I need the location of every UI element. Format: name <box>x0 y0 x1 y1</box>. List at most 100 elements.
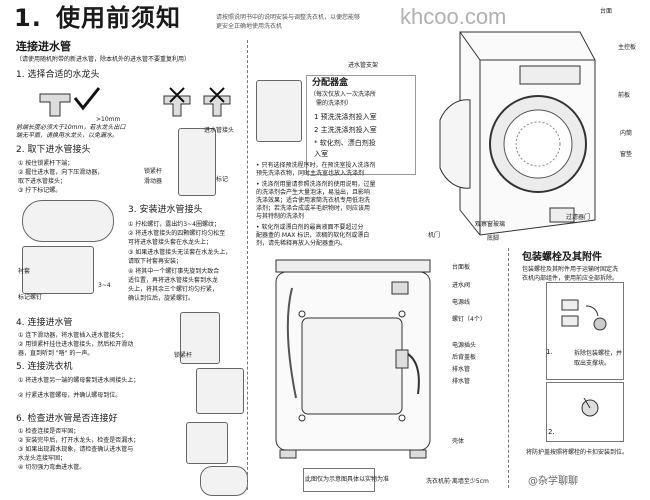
step2-title: 2. 取下进水管接头 <box>16 145 91 155</box>
dispenser-item-2: 2 主洗洗涤剂投入室 <box>314 126 377 134</box>
step3-item-9: 确认到位后，旋紧螺钉。 <box>128 295 195 302</box>
dispenser-note-9: 配器盒的 MAX 标识，浓稠的软化剂或漂白 <box>256 232 370 239</box>
label-connector: 进水管接头 <box>204 127 235 134</box>
label-slider: 滑动器 <box>144 178 163 185</box>
step3-item-3: 可将进水管接头套在水龙头上； <box>128 239 213 246</box>
label-lock-lever: 锁紧杆 <box>144 168 163 175</box>
packing-heading: 包装螺栓及其附件 <box>522 252 602 263</box>
dispenser-note-10: 剂，请先稀释再放入分配器盒内。 <box>256 240 347 247</box>
check-hose-illustration <box>200 466 248 496</box>
step4-title: 4. 连接进水管 <box>16 318 73 328</box>
label-inlet-valve: 进水阀 <box>452 282 471 289</box>
page-title: 使用前须知 <box>56 4 181 32</box>
step3-item-6: ④ 将其中一个螺钉事先旋到大致合 <box>128 268 220 275</box>
label-screws: 螺钉（4个） <box>452 316 486 323</box>
dispenser-note-8: • 软化剂或漂白剂的最高液面不要超过分 <box>256 224 364 231</box>
footer-watermark: @杂学聊聊 <box>528 476 578 487</box>
inlet-note: （请使用随机附带的新进水管，除本机外的进水管不要重复利用） <box>16 56 191 63</box>
label-cabinet: 壳体 <box>452 438 465 445</box>
packing-desc-1: 包装螺栓及其附件用于运输时固定洗 <box>522 266 619 273</box>
label-power-cord: 电源线 <box>452 299 471 306</box>
step6-item-1: ① 检查连接是否牢固； <box>18 428 80 435</box>
step6-item-4: 水龙头连接牢固； <box>18 455 67 462</box>
packing-step2-text-1: 将防护盖按照将螺栓的卡扣安装到位。 <box>526 449 629 456</box>
step2-item-3: 取下进水管接头； <box>18 178 67 185</box>
step2-item-1: ① 按住锁紧杆下端； <box>18 160 74 167</box>
dim-label: >10mm <box>96 116 121 123</box>
step6-item-3: ③ 如果出现漏水现象，请检查确认进水管与 <box>18 446 134 453</box>
label-turns: 3~4 <box>98 282 111 289</box>
packing-step2-num: 2. <box>548 428 555 436</box>
dispenser-panel <box>306 75 416 175</box>
packing-step1-text-1: 拆除包装螺栓，并 <box>574 350 623 357</box>
step3-item-1: ① 拧松螺钉，露出约3~4圈螺纹； <box>128 221 220 228</box>
step4-item-1: ① 连下滑动器，将水管插入进水管接头； <box>18 332 128 339</box>
step6-title: 6. 检查进水管是否连接好 <box>16 414 118 424</box>
label-mark: 标记 <box>216 176 229 183</box>
label-drain-hose-2: 排水管 <box>452 378 471 385</box>
section-number: 1. <box>14 4 42 32</box>
title-note-2: 更安全正确地使用洗衣机 <box>216 23 283 30</box>
packing-desc-2: 衣机内部组件，使用前应全部拆除。 <box>522 275 619 282</box>
dispenser-note-6: 涤剂；若洗涤合成或羊毛织物时，则应该用 <box>256 205 371 212</box>
label-control-panel: 主控板 <box>618 44 637 51</box>
step1-note-2: 端无平面，请换用水龙头，以免漏水。 <box>16 132 119 139</box>
step1-title: 1. 选择合适的水龙头 <box>16 70 100 80</box>
tap-connector-illustration <box>22 246 94 294</box>
column-divider <box>247 40 248 490</box>
machine-connect-illustration <box>196 368 244 414</box>
label-foot: 底脚 <box>487 235 500 242</box>
tap-ok-illustration <box>39 87 101 117</box>
step3-item-2: ② 将进水管接头的四颗螺钉均匀松至 <box>128 230 226 237</box>
connector-illustration <box>178 128 216 196</box>
dispenser-illustration <box>256 80 302 142</box>
step6-item-2: ② 安装完毕后，打开水龙头，检查是否漏水； <box>18 437 140 444</box>
label-door: 机门 <box>428 232 441 239</box>
watermark: khcoo.com <box>400 4 507 29</box>
step3-item-4: ③ 如果进水管接头无法套在水龙头上， <box>128 249 232 256</box>
label-bushing: 衬套 <box>18 268 31 275</box>
step6-item-5: ④ 切勿强力弯曲进水管。 <box>18 464 86 471</box>
step3-item-7: 适位置，再将进水管接头套到水龙 <box>128 277 219 284</box>
label-lock-lever-2: 锁紧杆 <box>174 352 193 359</box>
back-note-right: 洗衣机前·离墙至少5cm <box>426 478 489 485</box>
cover-cap-illustration <box>581 397 599 417</box>
inlet-heading: 连接进水管 <box>16 40 71 53</box>
dispenser-note-4: 的洗涤剂会产生大量泡沫，易溢出，且影响 <box>256 189 371 196</box>
step3-title: 3. 安装进水管接头 <box>128 205 203 215</box>
bolt-removal-illustration <box>561 299 607 331</box>
step5-title: 5. 连接洗衣机 <box>16 362 73 372</box>
dispenser-item-3: * 软化剂、漂白剂投 <box>314 139 376 147</box>
step3-item-8: 头上，将其余三个螺钉均匀拧紧， <box>128 286 219 293</box>
step4-item-3: 器，直到听到 "咯" 的一声。 <box>18 350 94 357</box>
dispenser-sub-2: 需的洗涤剂） <box>316 100 353 107</box>
dispenser-heading: 分配器盒 <box>312 78 349 88</box>
connector-parts-illustration <box>22 200 114 242</box>
dispenser-note-5: 洗涤效果；适合使用滚筒洗衣机专用低泡洗 <box>256 197 371 204</box>
label-back-cover: 后背盖板 <box>452 354 477 361</box>
packing-step1-text-2: 取出支撑块。 <box>574 360 611 367</box>
step1-note-1: 前端长度必须大于10mm，若水龙头出口 <box>16 124 126 131</box>
step5-item-1: ① 将进水管另一端的螺母套到进水阀接头上； <box>18 377 140 384</box>
label-mark-screw: 标记螺钉 <box>18 294 43 301</box>
label-filter-door: 过滤器门 <box>566 214 591 221</box>
hose-connect-illustration <box>180 312 220 364</box>
dispenser-note-7: 与其特制的洗涤剂 <box>256 213 305 220</box>
washer-back-illustration <box>275 259 431 459</box>
check-tap-illustration <box>186 422 228 464</box>
step2-item-4: ③ 拧下标记螺。 <box>18 187 62 194</box>
step2-item-2: ② 握住进水管，向下压滑动器， <box>18 169 104 176</box>
label-inlet-bracket: 进水管支架 <box>348 62 379 69</box>
label-gasket: 窗垫 <box>620 151 633 158</box>
right-divider <box>508 248 509 488</box>
dispenser-note-2: 预先洗涤衣物，同时主洗室也放入洗涤剂 <box>256 170 365 177</box>
label-plug: 电源插头 <box>452 342 477 349</box>
label-drum: 内筒 <box>620 130 633 137</box>
packing-step1-panel <box>546 282 624 380</box>
label-top: 台面 <box>600 8 613 15</box>
packing-step1-num: 1. <box>546 348 553 356</box>
step4-item-2: ② 用锁紧杆挂住进水管接头，然后松开滑动 <box>18 341 134 348</box>
back-note-left-box <box>303 468 375 492</box>
tap-bad-illustration <box>163 87 231 117</box>
back-note-left: 此图仅为示意图具体以实物为准 <box>305 476 390 483</box>
